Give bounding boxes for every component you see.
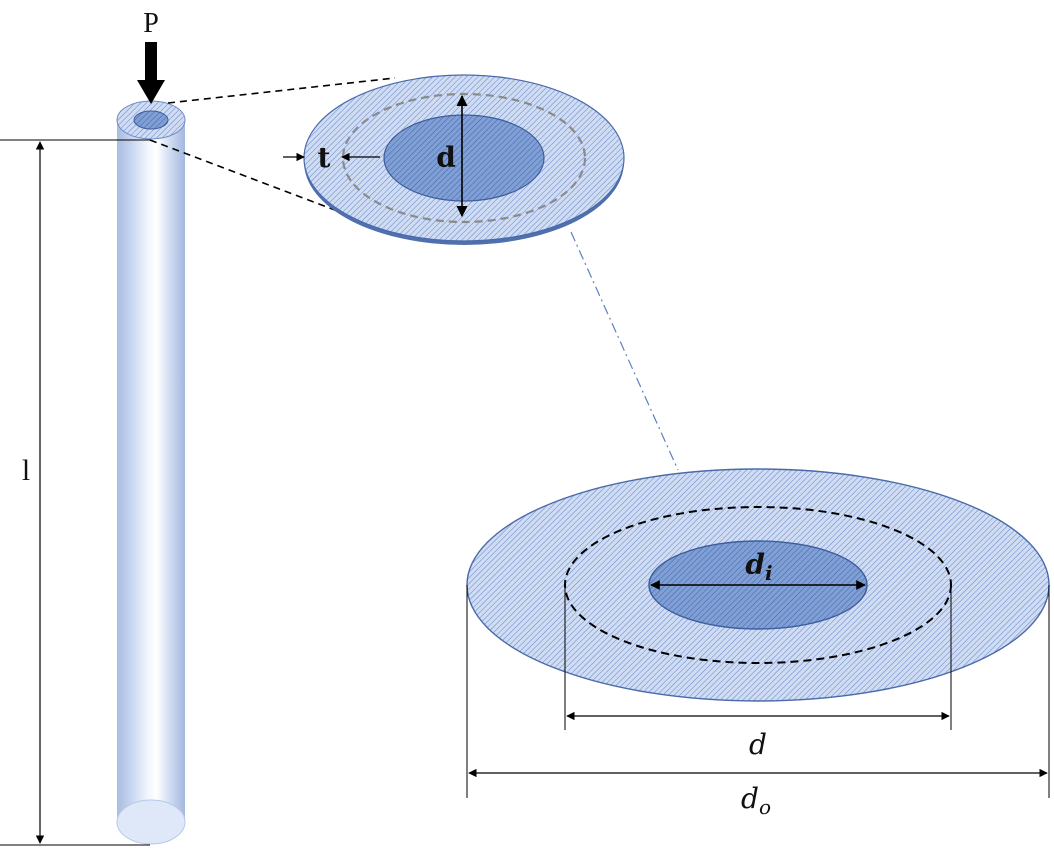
tube-bottom-end xyxy=(116,799,186,845)
detail-leader-line xyxy=(570,231,679,471)
length-label: l xyxy=(22,454,30,487)
cross-section-large xyxy=(466,468,1050,702)
mean-diameter-dimension xyxy=(564,585,952,730)
cross-section-small xyxy=(283,74,625,245)
outer-diameter-label: do xyxy=(741,782,771,819)
tube-body xyxy=(117,120,185,822)
load-arrow xyxy=(137,42,165,104)
outer-diameter-label-sub: o xyxy=(759,795,771,819)
thickness-label: t xyxy=(318,141,331,174)
inner-diameter-label: di xyxy=(745,548,772,585)
tube xyxy=(116,100,186,845)
cross-section-small-mean-circle xyxy=(341,92,587,224)
outer-diameter-label-base: d xyxy=(741,782,759,815)
length-dimension xyxy=(0,139,150,846)
zoom-line-top xyxy=(167,77,396,104)
diameter-label-top: d xyxy=(436,141,456,174)
mean-diameter-label: d xyxy=(749,728,767,761)
cross-section-small-inner xyxy=(383,114,545,202)
load-arrow-shaft xyxy=(145,42,157,82)
inner-diameter-label-sub: i xyxy=(765,561,773,585)
load-label: P xyxy=(143,8,159,39)
zoom-lines xyxy=(149,77,396,216)
outer-diameter-dimension xyxy=(466,585,1050,798)
load-arrow-head xyxy=(137,80,165,104)
tube-top-hole xyxy=(133,110,169,130)
inner-diameter-label-base: d xyxy=(745,548,765,581)
